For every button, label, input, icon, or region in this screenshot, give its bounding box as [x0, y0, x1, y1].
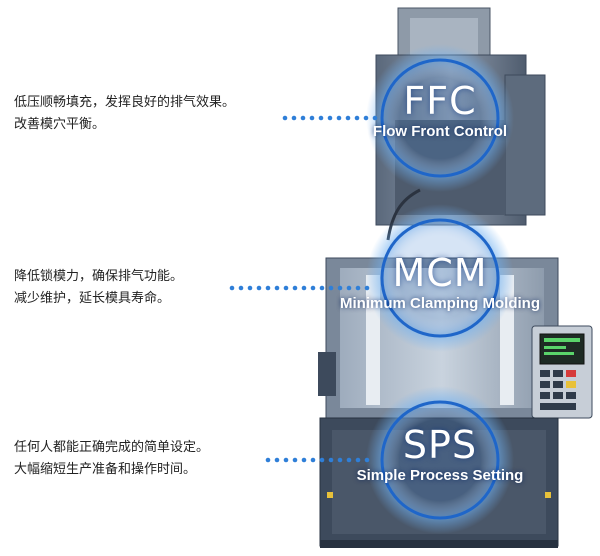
sps-description: 任何人都能正确完成的简单设定。 大幅缩短生产准备和操作时间。 [14, 437, 294, 481]
mcm-description-line-1: 降低锁模力，确保排气功能。 [14, 269, 184, 284]
ffc-dotted-leader [282, 115, 378, 121]
mcm-full-name: Minimum Clamping Molding [340, 295, 540, 312]
ffc-full-name: Flow Front Control [372, 123, 508, 140]
ffc-circle [380, 58, 500, 178]
mcm-description-line-2: 减少维护，延长模具寿命。 [14, 291, 171, 306]
mcm-circle-glow [366, 204, 514, 352]
ffc-abbreviation: FFC [403, 79, 477, 123]
sps-description-line-1: 任何人都能正确完成的简单设定。 [14, 440, 210, 455]
mcm-abbreviation: MCM [392, 251, 488, 295]
sps-full-name: Simple Process Setting [356, 467, 524, 484]
side-bracket [318, 352, 336, 396]
mcm-title: MCM Minimum Clamping Molding [320, 252, 560, 314]
ffc-description: 低压顺畅填充，发挥良好的排气效果。 改善模穴平衡。 [14, 92, 294, 136]
ffc-title: FFC Flow Front Control [340, 80, 540, 142]
sps-description-line-2: 大幅缩短生产准备和操作时间。 [14, 462, 197, 477]
sps-abbreviation: SPS [402, 423, 478, 467]
sps-circle-glow [366, 386, 514, 534]
mcm-dotted-leader [229, 285, 370, 291]
mcm-description: 降低锁模力，确保排气功能。 减少维护，延长模具寿命。 [14, 266, 294, 310]
mcm-circle [380, 218, 500, 338]
ffc-description-line-2: 改善模穴平衡。 [14, 117, 106, 132]
base-foot [320, 540, 558, 548]
control-panel-buttons [540, 370, 576, 410]
sps-dotted-leader [265, 457, 370, 463]
ffc-circle-glow [366, 44, 514, 192]
ffc-description-line-1: 低压顺畅填充，发挥良好的排气效果。 [14, 95, 236, 110]
sps-circle [380, 400, 500, 520]
side-motor [504, 74, 546, 216]
sps-title: SPS Simple Process Setting [330, 424, 550, 486]
